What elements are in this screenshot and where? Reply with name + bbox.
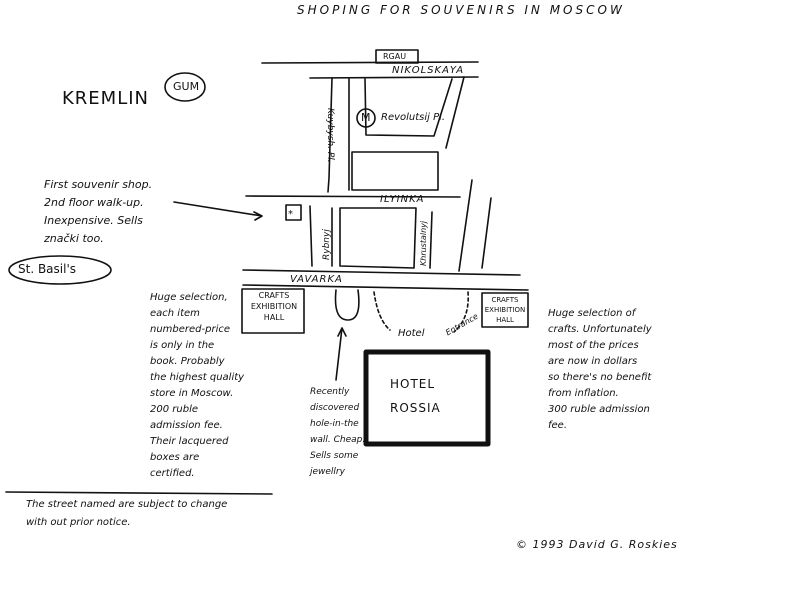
mid-block [351,151,439,191]
star-marker: * [288,209,293,220]
far-right-vertical [458,179,473,272]
left-crafts-note: Huge selection, each item numbered-price… [150,292,245,479]
crafts-right-box [481,292,529,328]
hotel-rossia-box [363,349,491,447]
khrustalnyj-label: Khrustalnyj [419,220,428,266]
vavarka-label: VAVARKA [290,274,343,285]
crafts-right-label: CRAFTS EXHIBITION HALL [484,296,526,324]
rgau-box [375,49,419,64]
vavarka-bottom [242,284,529,291]
ilyinka-line [245,195,461,198]
crafts-left-box [241,288,305,334]
kremlin-label: KREMLIN [62,88,150,109]
nikolskaya-street-bottom [309,76,479,79]
rybnyj-left [309,205,313,267]
hole-arrow [335,327,347,381]
hotel-rossia-label: HOTEL ROSSIA [390,377,441,415]
vavarka-top [242,269,521,276]
kuybysh-label: Kuybysh. Pl. [325,108,335,163]
star-box [285,204,302,221]
hole-in-wall-note: Recently discovered hole-in-the wall. Ch… [310,387,366,477]
gum-label: GUM [173,80,200,93]
crafts-left-label: CRAFTS EXHIBITION HALL [250,291,298,322]
pointer-arrow [173,201,263,221]
nikolskaya-label: NIKOLSKAYA [392,65,465,76]
souvenir-shop-note: First souvenir shop. 2nd floor walk-up. … [44,178,153,245]
far-right-vertical-2 [481,197,492,269]
rybnyj-label: Rybnyj [322,229,332,260]
divider-line [5,491,273,495]
disclaimer-note: The street named are subject to change w… [26,499,228,528]
block-right [429,211,433,269]
st-basils-oval [8,255,112,285]
ilyinka-label: ILYINKA [380,194,425,205]
hotel-approach-right [453,291,470,333]
metro-icon: M [361,111,371,124]
underpass-arch [334,289,360,321]
st-basils-label: St. Basil's [18,262,77,276]
revolutsij-block [364,78,453,137]
nikolskaya-street-top [261,61,479,64]
rgau-label: RGAU [383,52,407,61]
gum-oval [164,72,206,102]
copyright-text: © 1993 David G. Roskies [516,538,678,551]
kuybysh-left [327,77,333,193]
map-title: SHOPING FOR SOUVENIRS IN MOSCOW [297,3,625,17]
hotel-approach-left [373,291,391,331]
right-street-diagonal [445,76,465,149]
hotel-entrance-label: Hotel [398,328,425,339]
revolutsij-label: Revolutsij Pl. [381,112,446,123]
metro-circle [356,108,376,128]
block-center [339,207,417,269]
right-crafts-note: Huge selection of crafts. Unfortunately … [548,308,652,431]
